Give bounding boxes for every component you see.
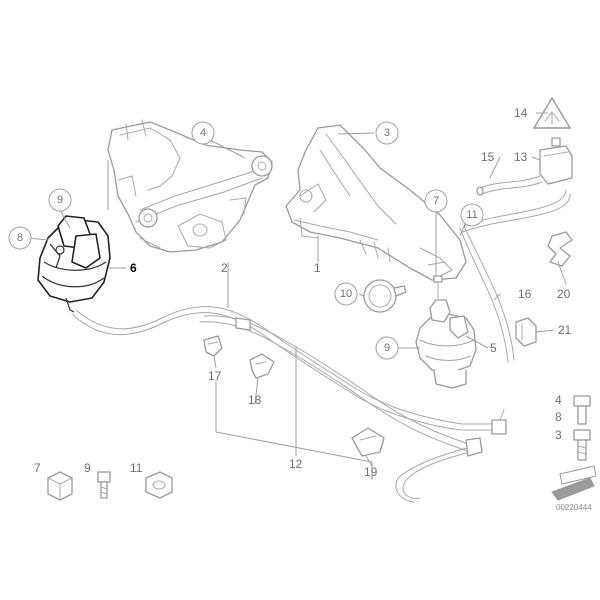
fastener-label-8: 8 [555, 410, 562, 424]
callout-8-left-number: 8 [17, 232, 23, 244]
callout-3-number: 3 [384, 127, 390, 139]
bracket-21 [515, 317, 537, 347]
callout-9-left-number: 9 [57, 194, 63, 206]
label-17: 17 [208, 369, 222, 383]
vacuum-line-12 [71, 306, 507, 503]
clip-19 [351, 427, 385, 457]
callout-10-number: 10 [340, 288, 352, 300]
callout-9-right-number: 9 [384, 342, 390, 354]
label-20: 20 [557, 287, 571, 301]
callout-4-number: 4 [200, 127, 206, 139]
hardware-label-9: 9 [84, 461, 91, 475]
hardware-nut-7 [47, 471, 73, 501]
label-21: 21 [558, 323, 572, 337]
label-18: 18 [248, 393, 262, 407]
label-1: 1 [314, 261, 321, 275]
vacuum-hose-16 [459, 189, 571, 363]
label-14: 14 [514, 106, 528, 120]
solenoid-valve [476, 137, 573, 196]
callout-9-right: 9 [375, 336, 399, 360]
hose-clip-20 [547, 231, 573, 267]
engine-mount-highlighted [37, 215, 111, 313]
label-2: 2 [221, 261, 228, 275]
engine-support-bracket [107, 119, 273, 253]
fastener-label-3: 3 [555, 428, 562, 442]
fastener-label-4: 4 [555, 393, 562, 407]
engine-mount-right [415, 275, 477, 389]
label-16: 16 [518, 287, 532, 301]
leader-lines [26, 112, 567, 480]
callout-11: 11 [460, 203, 484, 227]
document-number: 00220444 [556, 503, 592, 512]
label-6: 6 [130, 261, 137, 275]
clip-18 [249, 353, 275, 379]
damper [363, 279, 407, 313]
callout-4: 4 [191, 121, 215, 145]
engine-carrier [285, 124, 467, 281]
callout-7: 7 [424, 189, 448, 213]
callout-3: 3 [375, 121, 399, 145]
callout-7-number: 7 [433, 195, 439, 207]
callout-8-left: 8 [8, 226, 32, 250]
hardware-nut-11 [145, 471, 173, 499]
label-12: 12 [289, 457, 303, 471]
callout-10: 10 [334, 282, 358, 306]
label-19: 19 [364, 465, 378, 479]
callout-11-number: 11 [466, 209, 477, 221]
hardware-bolt-9 [97, 471, 111, 499]
hardware-label-11: 11 [130, 461, 143, 475]
label-5: 5 [490, 341, 497, 355]
fastener-stack [551, 395, 597, 501]
hardware-label-7: 7 [34, 461, 41, 475]
callout-9-left: 9 [48, 188, 72, 212]
clip-17 [203, 335, 223, 357]
label-13: 13 [514, 150, 528, 164]
label-15: 15 [481, 150, 495, 164]
